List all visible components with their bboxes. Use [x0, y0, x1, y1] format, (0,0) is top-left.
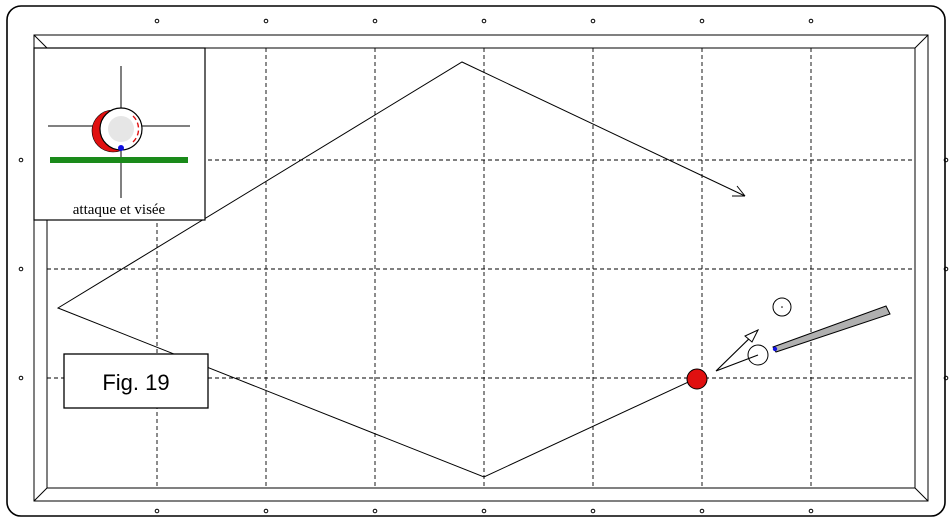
contact-dot: [118, 145, 124, 151]
aim-arrowhead: [744, 328, 760, 343]
corner-bevel: [914, 487, 929, 502]
corner-bevel: [33, 487, 48, 502]
cue-tip: [772, 346, 778, 352]
red-ball-icon: [686, 368, 708, 390]
table-outer-rail: [6, 5, 946, 517]
inset-panel: attaque et visée: [33, 47, 206, 221]
figure-label-box: Fig. 19: [63, 353, 209, 409]
table-cloth: [46, 47, 916, 489]
target-ball-center: [781, 306, 783, 308]
corner-bevel: [33, 34, 48, 49]
rail-diamonds: [18, 18, 949, 514]
table-cushion-outer: [33, 34, 929, 502]
ball-trajectory: [56, 61, 746, 478]
direction-arrow-icon: [732, 185, 746, 197]
figure-label: Fig. 19: [102, 370, 169, 395]
corner-bevel: [914, 34, 929, 49]
inset-caption: attaque et visée: [73, 202, 166, 218]
